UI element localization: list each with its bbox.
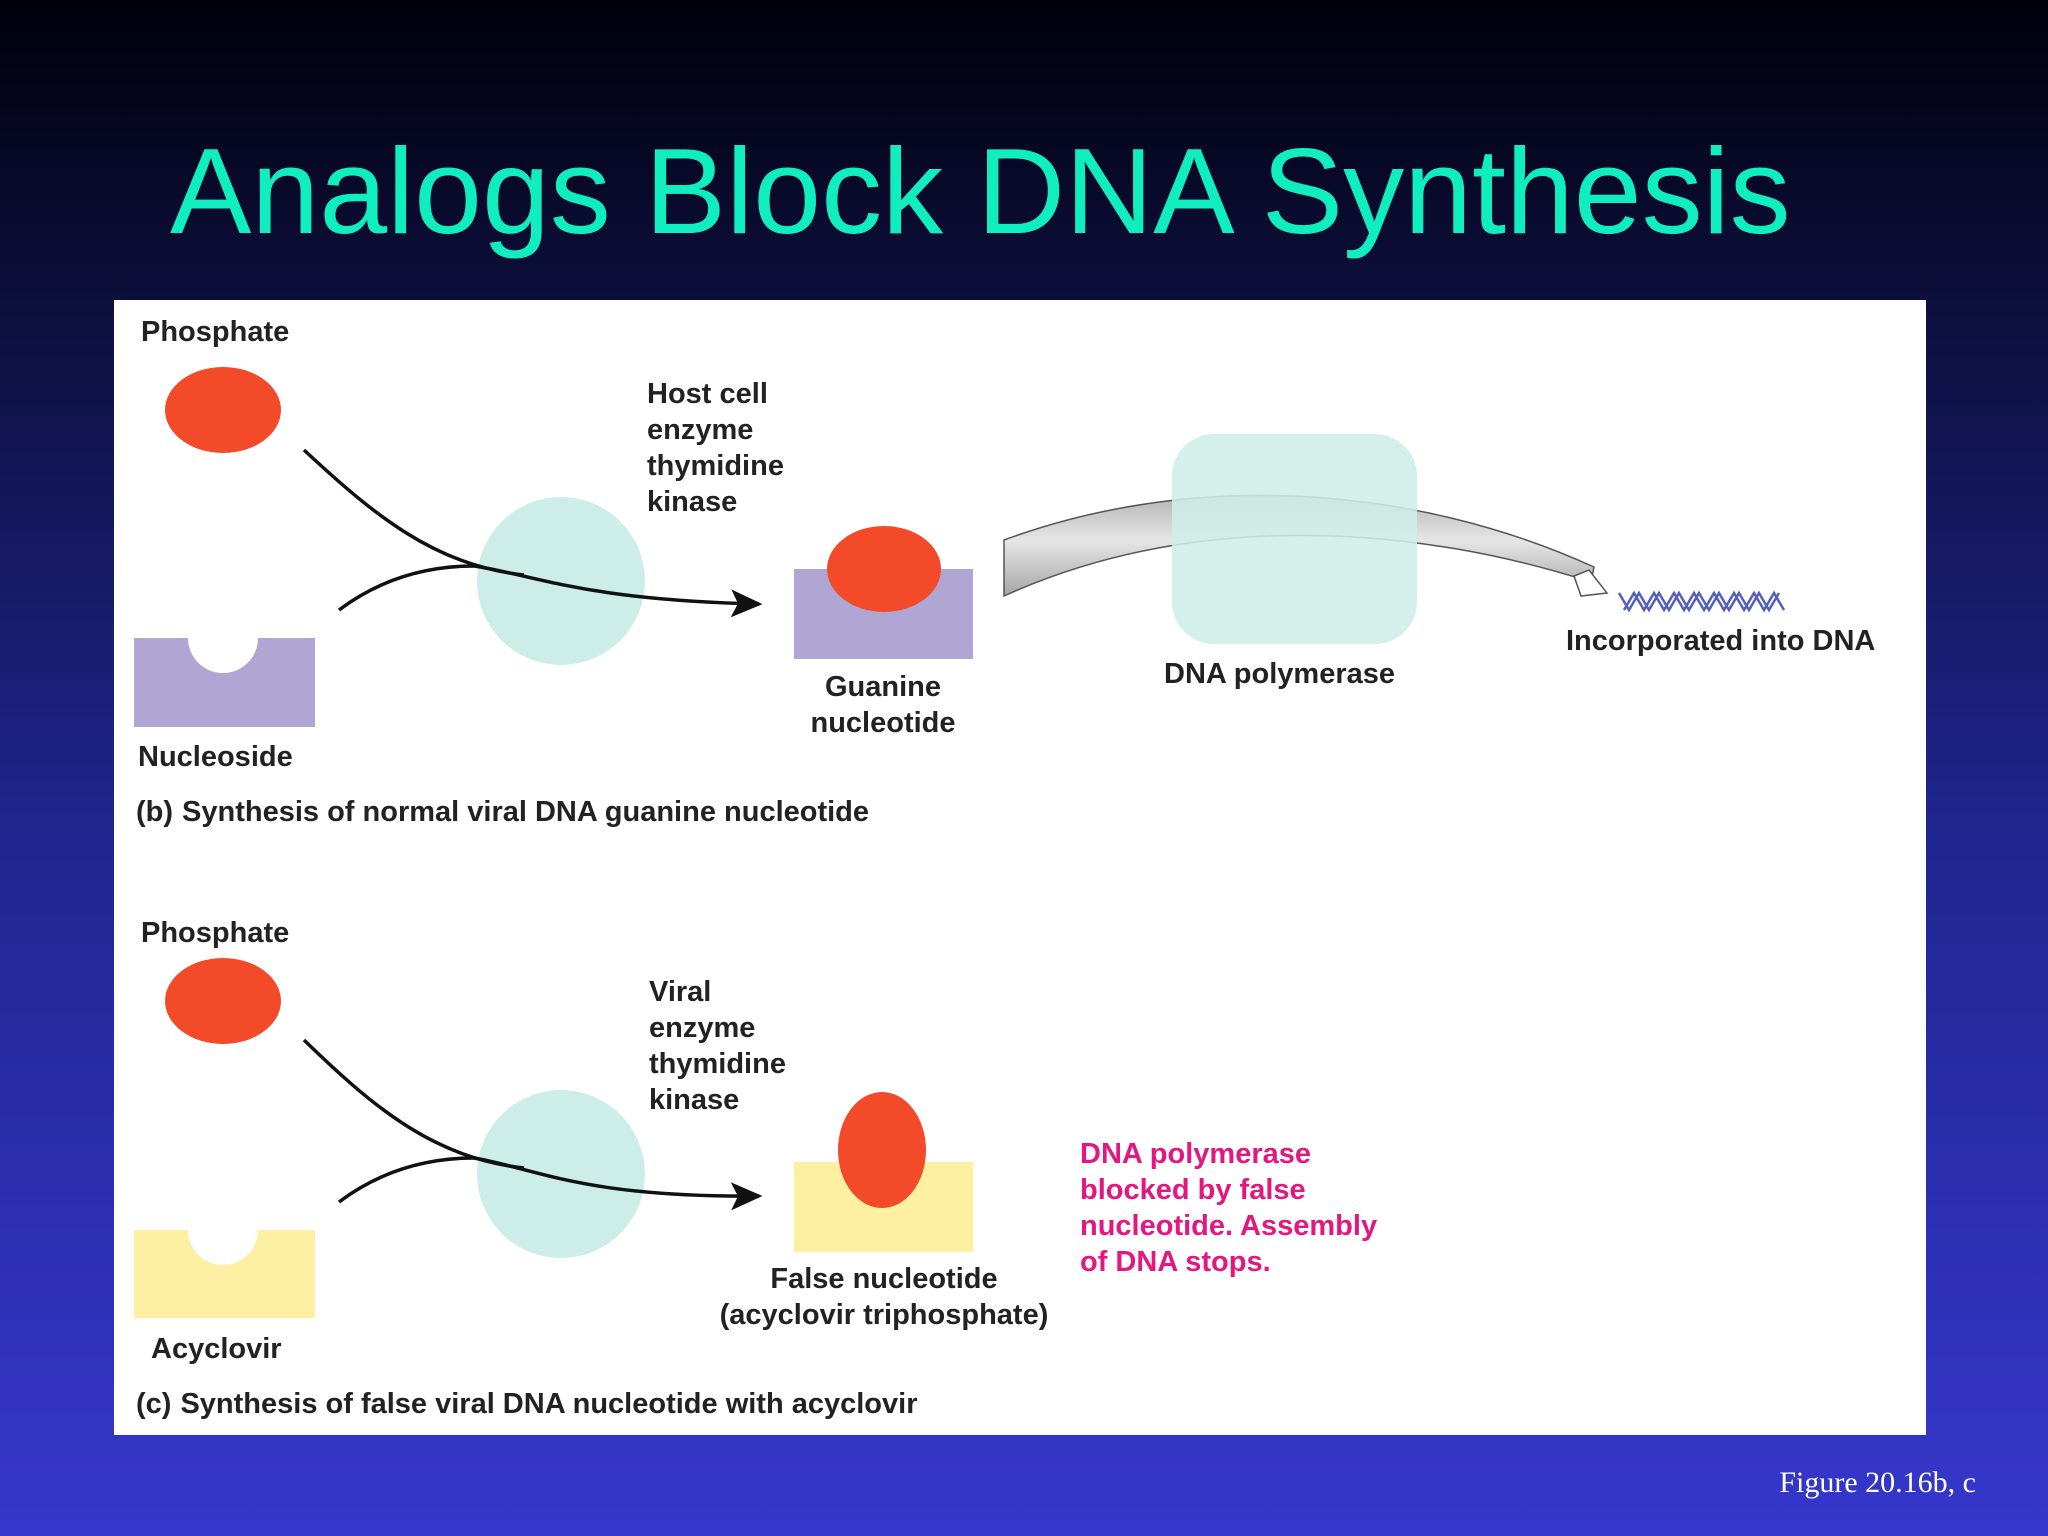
reaction-curve-acyclovir (337, 1156, 475, 1204)
panel-b-tag: (b) (136, 796, 174, 828)
reaction-arrow (473, 1156, 763, 1211)
phosphate-label: Phosphate (141, 917, 290, 949)
phosphate-shape (165, 958, 281, 1044)
polymerase-arrow-head (1573, 569, 1609, 597)
guanine-nucleotide-label: Guanine nucleotide (810, 671, 956, 739)
enzyme-label: Host cell enzyme thymidine kinase (647, 378, 784, 518)
panel-b-diagram (134, 367, 1786, 727)
figure-drawing (134, 367, 1786, 1318)
acyclovir-shape (134, 1230, 315, 1318)
dna-polymerase-label: DNA polymerase (1164, 658, 1396, 690)
false-nucleotide-label: False nucleotide (acyclovir triphosphate… (719, 1263, 1049, 1331)
panel-c-diagram (134, 958, 973, 1318)
false-nucleotide-phosphate (838, 1092, 926, 1208)
enzyme-label: Viral enzyme thymidine kinase (649, 976, 786, 1116)
guanine-nucleotide-phosphate (827, 526, 941, 612)
acyclovir-label: Acyclovir (151, 1333, 282, 1365)
panel-b-caption-text: Synthesis of normal viral DNA guanine nu… (182, 796, 870, 828)
polymerase-blocked-note: DNA polymerase blocked by false nucleoti… (1080, 1138, 1378, 1278)
dna-helix-icon (1617, 590, 1786, 613)
nucleoside-label: Nucleoside (138, 741, 293, 773)
nucleoside-shape (134, 638, 315, 727)
enzyme-shape (477, 1090, 645, 1258)
phosphate-shape (165, 367, 281, 453)
panel-c-tag: (c) (136, 1388, 172, 1420)
figure-reference: Figure 20.16b, c (1779, 1466, 1976, 1499)
enzyme-shape (477, 497, 645, 665)
dna-polymerase-shape (1172, 434, 1417, 644)
reaction-curve-nucleoside (337, 564, 475, 612)
panel-c-caption-text: Synthesis of false viral DNA nucleotide … (180, 1388, 918, 1420)
panel-c-caption: (c)Synthesis of false viral DNA nucleoti… (136, 1386, 918, 1422)
reaction-arrow (473, 564, 763, 618)
dna-incorporated-label: Incorporated into DNA (1566, 625, 1876, 657)
phosphate-label: Phosphate (141, 316, 290, 348)
panel-b-caption: (b)Synthesis of normal viral DNA guanine… (136, 794, 869, 830)
slide-title: Analogs Block DNA Synthesis (170, 123, 1791, 259)
figure-panel: Phosphate Host cell enzyme thymidine kin… (114, 300, 1926, 1435)
